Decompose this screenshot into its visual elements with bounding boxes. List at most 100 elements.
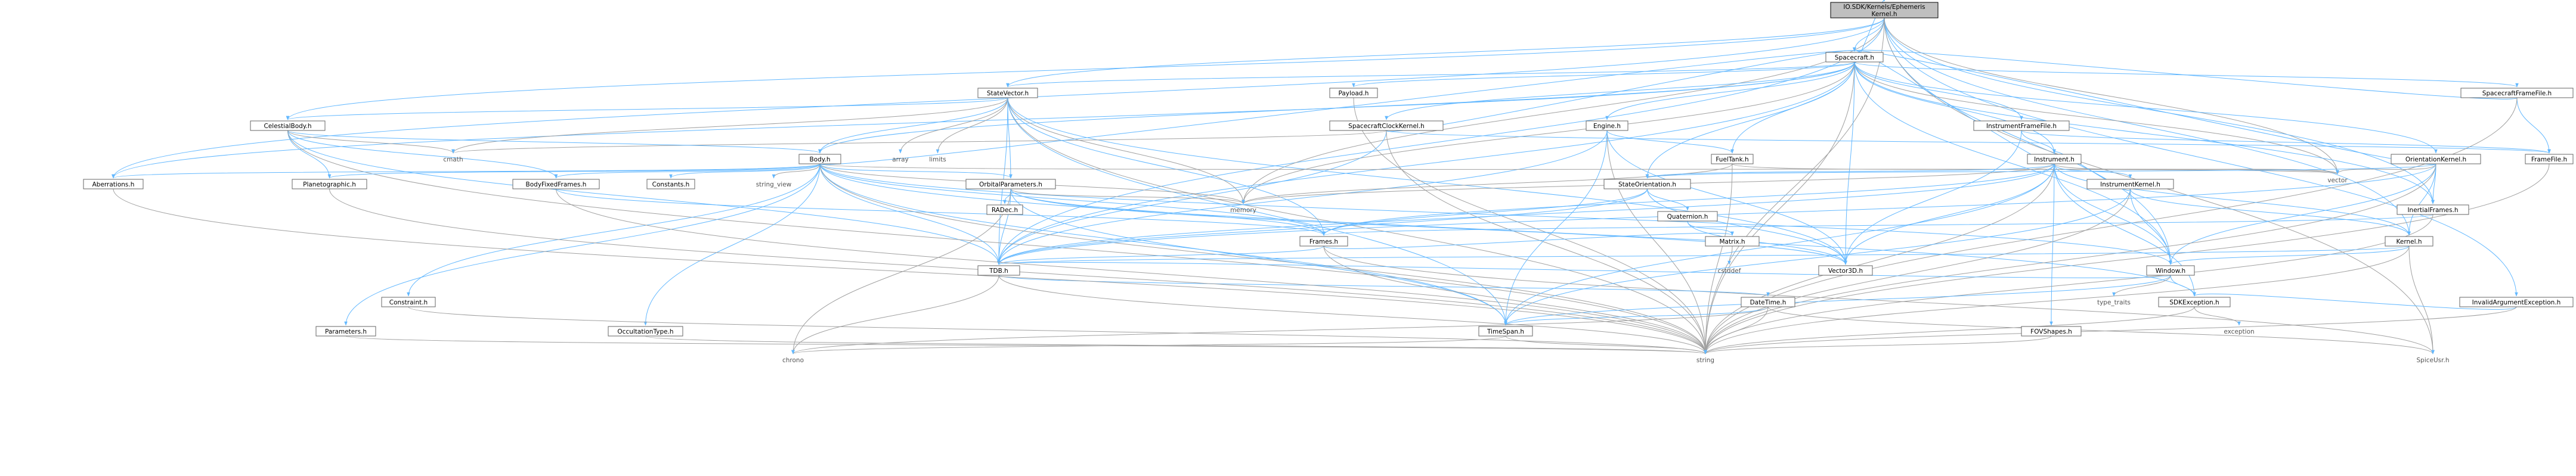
node-sclk[interactable]: SpacecraftClockKernel.h	[1329, 120, 1444, 131]
edge-statevector-to-string	[1007, 97, 1707, 354]
node-fovshapes[interactable]: FOVShapes.h	[2021, 326, 2082, 337]
node-datetime[interactable]: DateTime.h	[1741, 297, 1795, 307]
node-fueltank[interactable]: FuelTank.h	[1711, 154, 1754, 164]
edge-spacecraft-to-memory	[1241, 61, 1855, 204]
edge-inertial-to-frames	[1322, 214, 2433, 236]
edge-window-to-tdb	[997, 260, 2171, 278]
edge-spacecraft-to-string	[1704, 61, 1855, 354]
edge-spacecraft-to-payload	[1352, 61, 1855, 88]
node-aberrations[interactable]: Aberrations.h	[83, 179, 144, 189]
node-label: OccultationType.h	[617, 328, 673, 335]
node-box	[1705, 236, 1760, 247]
node-box	[2460, 88, 2574, 98]
node-inertial[interactable]: InertialFrames.h	[2397, 204, 2469, 215]
edge-root-to-memory	[1241, 17, 1885, 204]
node-label: CelestialBody.h	[264, 123, 311, 130]
node-label: Quaternion.h	[1667, 213, 1708, 220]
node-label: exception	[2224, 328, 2254, 335]
node-box	[1329, 88, 1378, 98]
node-label: TimeSpan.h	[1487, 328, 1524, 335]
edge-root-to-kernel	[1884, 17, 2411, 236]
node-box	[2086, 179, 2174, 189]
edge-root-to-invalidarg	[1884, 17, 2518, 297]
edge-instrument-to-string	[1704, 163, 2055, 354]
edge-body-to-constraint	[407, 163, 821, 297]
edge-body-to-string_view	[772, 163, 821, 179]
node-radec[interactable]: RADec.h	[986, 204, 1023, 215]
node-bodyfixed[interactable]: BodyFixedFrames.h	[512, 179, 600, 189]
node-occultation[interactable]: OccultationType.h	[608, 326, 683, 337]
node-constraint[interactable]: Constraint.h	[381, 297, 436, 307]
node-instframe[interactable]: InstrumentFrameFile.h	[1973, 120, 2070, 131]
node-payload[interactable]: Payload.h	[1329, 88, 1378, 98]
node-box	[2459, 297, 2574, 307]
edge-invalidarg-to-sdkexc	[2193, 292, 2517, 310]
node-box	[986, 204, 1023, 215]
node-frames[interactable]: Frames.h	[1299, 236, 1348, 247]
node-planeto[interactable]: Planetographic.h	[292, 179, 367, 189]
edge-statevector-to-vector3d	[1007, 97, 1847, 265]
node-label: type_traits	[2097, 299, 2131, 306]
node-box	[608, 326, 683, 337]
edge-frames-to-matrix	[1323, 231, 1734, 249]
edge-occultation-to-string	[645, 335, 1707, 354]
node-statevector[interactable]: StateVector.h	[977, 88, 1038, 98]
edge-celestial-to-bodyfixed	[287, 130, 558, 179]
node-label: IO.SDK/Kernels/Ephemeris	[1843, 4, 1925, 11]
node-scframe[interactable]: SpacecraftFrameFile.h	[2460, 88, 2574, 98]
edge-scframe-to-spacecraft	[1853, 47, 2518, 99]
node-instrument[interactable]: Instrument.h	[2027, 154, 2082, 164]
node-stateorient[interactable]: StateOrientation.h	[1603, 179, 1691, 189]
edge-framefile-to-string	[1704, 163, 2550, 354]
node-quaternion[interactable]: Quaternion.h	[1657, 211, 1718, 222]
edge-root-to-spacecraft	[1853, 17, 1885, 52]
node-label: vector	[2327, 177, 2348, 184]
node-orbitalparams[interactable]: OrbitalParameters.h	[965, 179, 1056, 189]
node-spacecraft[interactable]: Spacecraft.h	[1825, 52, 1884, 63]
edge-stateorient-to-tdb	[997, 188, 1648, 265]
edge-body-to-window	[819, 163, 2172, 265]
node-window[interactable]: Window.h	[2146, 265, 2195, 276]
node-sdkexc[interactable]: SDKException.h	[2158, 297, 2231, 307]
node-instkernel[interactable]: InstrumentKernel.h	[2086, 179, 2174, 189]
node-engine[interactable]: Engine.h	[1586, 120, 1628, 131]
edge-window-to-type_traits	[2112, 275, 2171, 297]
edge-engine-to-tdb	[997, 130, 1608, 265]
edge-instframe-to-framefile	[2021, 130, 2551, 154]
node-celestial[interactable]: CelestialBody.h	[250, 120, 326, 131]
edge-instrument-to-tdb	[997, 163, 2055, 265]
edge-spacecraft-to-inertial	[1854, 61, 2435, 204]
edge-root-to-window	[1884, 17, 2172, 265]
edge-instrument-to-fovshapes	[2049, 163, 2055, 326]
node-box	[2385, 236, 2433, 247]
node-matrix[interactable]: Matrix.h	[1705, 236, 1760, 247]
edge-frames-to-string	[1323, 245, 1707, 354]
edge-datetime-to-chrono	[791, 306, 1769, 354]
node-timespan[interactable]: TimeSpan.h	[1478, 326, 1533, 337]
node-box	[2525, 154, 2574, 164]
node-constants[interactable]: Constants.h	[646, 179, 695, 189]
edge-root-to-aberrations	[112, 17, 1885, 179]
node-label: array	[892, 156, 909, 163]
edge-spacecraft-to-tdb	[997, 61, 1855, 265]
edge-orientkernel-to-spacecraft	[1853, 47, 2436, 165]
node-kernel[interactable]: Kernel.h	[2385, 236, 2433, 247]
node-box	[1830, 2, 1939, 18]
node-exception: exception	[2224, 328, 2254, 335]
edge-orientkernel-to-vector	[2336, 163, 2436, 175]
node-vector3d[interactable]: Vector3D.h	[1818, 265, 1873, 276]
node-box	[2397, 204, 2469, 215]
node-invalidarg[interactable]: InvalidArgumentException.h	[2459, 297, 2574, 307]
node-tdb[interactable]: TDB.h	[977, 265, 1020, 276]
edge-celestial-to-planeto	[287, 130, 332, 179]
node-orientkernel[interactable]: OrientationKernel.h	[2391, 154, 2481, 164]
node-framefile[interactable]: FrameFile.h	[2525, 154, 2574, 164]
node-label: Constants.h	[652, 181, 690, 188]
node-parameters[interactable]: Parameters.h	[315, 326, 376, 337]
edge-body-to-orbitalparams	[819, 163, 1013, 179]
edge-bodyfixed-to-string	[556, 188, 1707, 354]
edge-kernel-to-spiceusr	[2408, 245, 2435, 354]
node-box	[1657, 211, 1718, 222]
node-body[interactable]: Body.h	[798, 154, 841, 164]
